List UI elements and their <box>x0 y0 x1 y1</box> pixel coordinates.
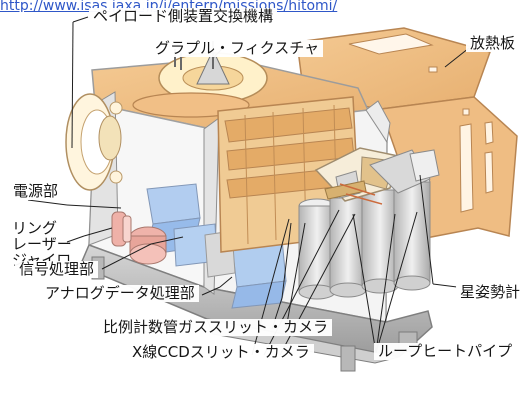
label-xray-ccd-slit-camera: X線CCDスリット・カメラ <box>128 344 314 361</box>
grapple-fixture <box>132 41 268 118</box>
label-grapple-fixture: グラプル・フィクスチャ <box>151 40 324 57</box>
label-power-unit: 電源部 <box>9 183 63 200</box>
label-gas-slit-camera: 比例計数管ガススリット・カメラ <box>99 319 333 336</box>
label-payload-exchange: ペイロード側装置交換機構 <box>89 8 278 25</box>
star-sensor-unit <box>314 147 440 205</box>
label-analog-data-processing: アナログデータ処理部 <box>41 285 199 302</box>
left-exchanger <box>65 93 123 191</box>
label-radiator: 放熱板 <box>466 35 520 52</box>
label-star-sensor: 星姿勢計 <box>456 284 525 301</box>
label-loop-heat-pipe: ループヒートパイプ <box>374 343 517 360</box>
label-signal-processing: 信号処理部 <box>15 261 99 278</box>
